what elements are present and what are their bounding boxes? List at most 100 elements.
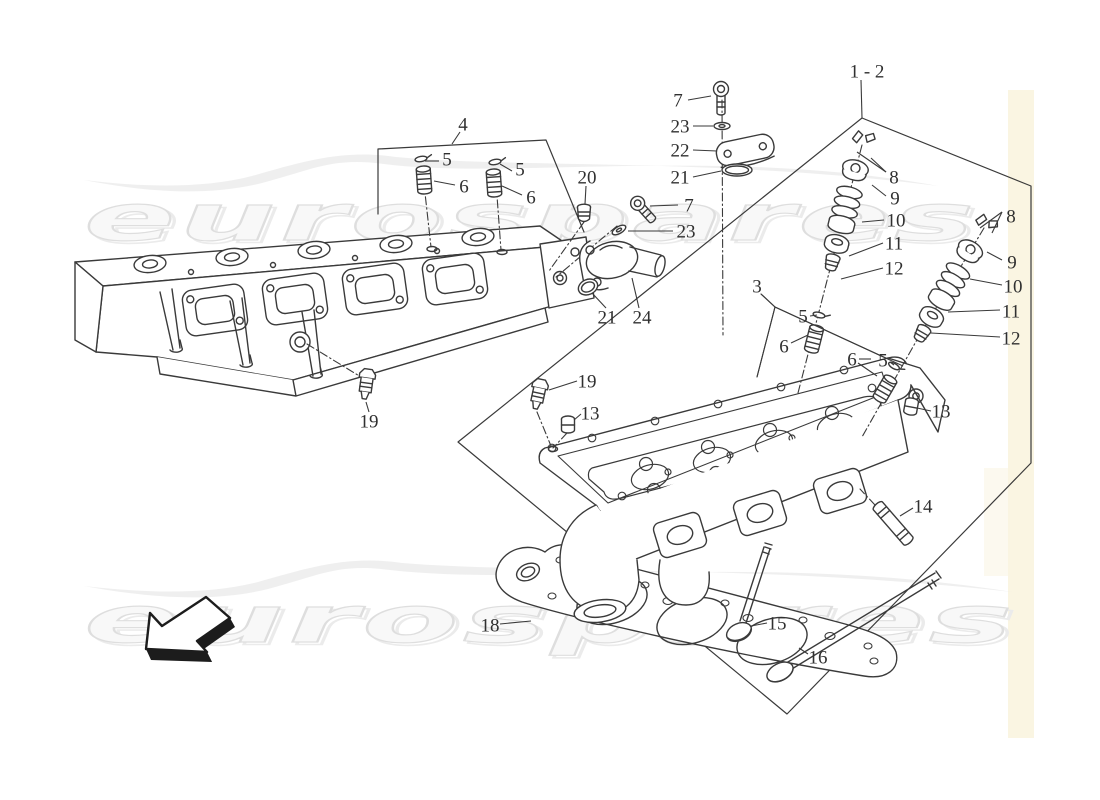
- callout-label-6: 6: [459, 177, 469, 198]
- swoosh-curve: [84, 154, 938, 192]
- leader-line: [889, 361, 895, 366]
- callout-label-7: 7: [684, 196, 694, 217]
- callout-label-12: 12: [885, 259, 904, 280]
- leader-line: [750, 622, 768, 627]
- leader-line: [649, 204, 679, 207]
- cylinder-head-left: [74, 225, 595, 397]
- callout-label-5: 5: [878, 351, 888, 372]
- leader-line: [790, 334, 809, 344]
- leader-line: [899, 507, 914, 517]
- diagram-art: [74, 80, 1032, 715]
- callout-label-23: 23: [677, 222, 696, 243]
- bolt-7a: [712, 80, 730, 116]
- callout-label-11: 11: [885, 234, 903, 255]
- leader-line: [692, 149, 718, 152]
- leader-line: [584, 185, 587, 205]
- leader-line: [798, 647, 809, 655]
- leader-line: [947, 309, 1001, 313]
- callout-label-20: 20: [578, 168, 597, 189]
- callout-label-12: 12: [1002, 329, 1021, 350]
- leader-line: [591, 292, 607, 309]
- callout-label-3: 3: [752, 277, 762, 298]
- callout-label-13: 13: [932, 402, 951, 423]
- valve-guides-left: [413, 153, 508, 256]
- callout-label-14: 14: [914, 497, 934, 518]
- valve-stack-2: [861, 209, 1002, 438]
- leader-line: [573, 413, 582, 421]
- callout-label-19: 19: [578, 372, 597, 393]
- leader-line: [499, 620, 532, 625]
- leader-line: [979, 211, 1003, 229]
- leader-line: [870, 157, 887, 173]
- leader-line: [969, 278, 1003, 286]
- leader-line: [848, 242, 884, 257]
- callout-label-5: 5: [515, 160, 525, 181]
- callout-label-21: 21: [671, 168, 690, 189]
- small-parts: [306, 343, 920, 546]
- leader-line: [986, 251, 1003, 261]
- leader-line: [692, 170, 722, 178]
- callout-label-22: 22: [671, 141, 690, 162]
- callout-label-5: 5: [442, 150, 452, 171]
- callout-label-6: 6: [847, 350, 857, 371]
- leader-line: [871, 184, 887, 197]
- valve-16: [766, 570, 942, 683]
- callout-label-9: 9: [890, 189, 900, 210]
- callout-label-23: 23: [671, 117, 690, 138]
- leader-line: [548, 380, 578, 391]
- callout-label-5: 5: [798, 307, 808, 328]
- callout-label-21: 21: [598, 308, 617, 329]
- scan-artifact-strip: [984, 90, 1034, 738]
- leader-line: [857, 362, 878, 377]
- valve-15: [725, 542, 773, 643]
- leader-line: [451, 131, 461, 145]
- stud-14: [872, 500, 914, 546]
- callout-label-13: 13: [581, 404, 600, 425]
- callout-label-19: 19: [360, 412, 379, 433]
- callout-label-10: 10: [1004, 277, 1023, 298]
- leader-line: [861, 219, 885, 223]
- leader-line: [499, 163, 513, 172]
- callout-label-9: 9: [1007, 253, 1017, 274]
- leader-line: [756, 306, 776, 378]
- bolt-7b: [629, 195, 657, 224]
- callout-label-18: 18: [481, 616, 500, 637]
- plug-20: [576, 203, 592, 223]
- leader-line: [631, 277, 640, 309]
- callout-label-11: 11: [1002, 302, 1020, 323]
- callout-label-8: 8: [1006, 207, 1016, 228]
- leader-line: [687, 95, 712, 101]
- leader-line: [433, 180, 456, 186]
- swoosh-curve: [84, 560, 1012, 598]
- leader-line: [760, 293, 776, 308]
- leader-line: [501, 185, 523, 196]
- callout-label-10: 10: [887, 211, 906, 232]
- callout-label-4: 4: [458, 115, 468, 136]
- leader-line: [774, 306, 904, 367]
- leader-line: [991, 211, 1003, 234]
- leader-line: [809, 314, 818, 317]
- callout-label-24: 24: [633, 308, 653, 329]
- leader-line: [930, 332, 1001, 338]
- leader-line: [860, 79, 863, 119]
- washer-23b: [611, 224, 627, 236]
- callout-label-7: 7: [673, 91, 683, 112]
- callout-label-8: 8: [889, 168, 899, 189]
- valve-stack-1: [797, 127, 878, 394]
- water-outlet-group: [548, 80, 775, 336]
- leader-line: [840, 267, 884, 280]
- leader-line: [365, 401, 370, 413]
- callout-label-6: 6: [526, 188, 536, 209]
- leader-line: [916, 407, 932, 412]
- direction-arrow: [144, 595, 235, 662]
- leader-line: [856, 151, 887, 173]
- callout-label-1-2: 1 - 2: [850, 62, 885, 83]
- group-4-outline: [377, 139, 585, 233]
- thermostat-housing-24: [579, 240, 666, 291]
- callout-label-6: 6: [779, 337, 789, 358]
- callout-label-16: 16: [809, 648, 828, 669]
- washer-23a: [713, 121, 731, 131]
